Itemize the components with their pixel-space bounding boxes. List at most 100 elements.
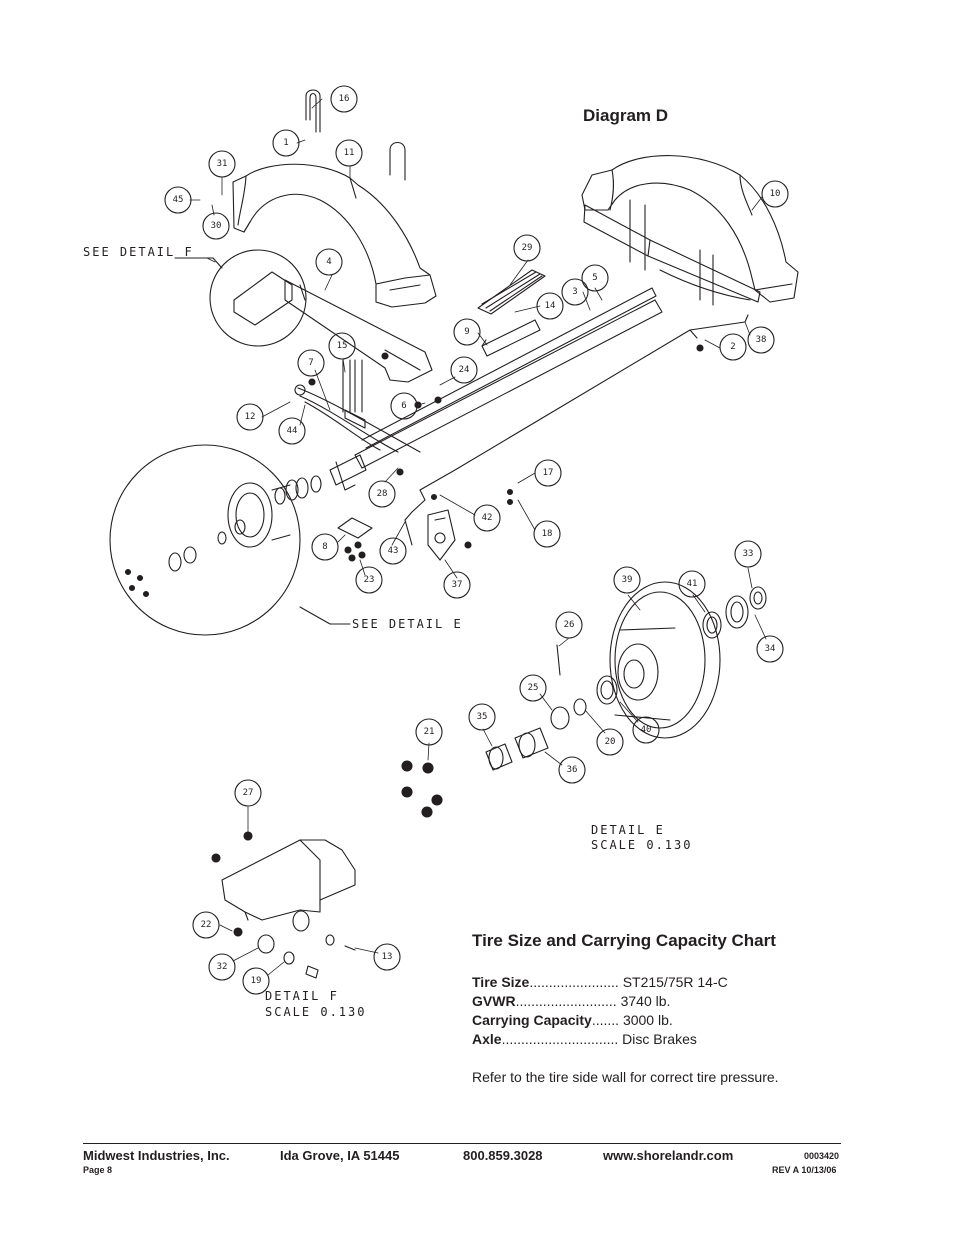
part-callout-16: 16	[339, 94, 350, 104]
hardware-dots	[124, 344, 704, 937]
part-callout-40: 40	[641, 725, 652, 735]
part-callout-37: 37	[452, 580, 463, 590]
part-callout-25: 25	[528, 683, 539, 693]
part-callout-17: 17	[543, 468, 554, 478]
spec-row-axle: Axle.............................. Disc …	[472, 1031, 772, 1047]
footer-page-number: Page 8	[83, 1165, 113, 1175]
spec-label: GVWR	[472, 993, 516, 1009]
spec-row-carrying-capacity: Carrying Capacity....... 3000 lb.	[472, 1012, 772, 1028]
spindle-hub	[217, 475, 322, 548]
brake-line	[404, 314, 749, 546]
part-callout-10: 10	[770, 189, 781, 199]
spec-leader-dots: ..........................	[515, 993, 617, 1009]
part-callout-20: 20	[605, 737, 616, 747]
part-callout-41: 41	[687, 579, 698, 589]
tire-pressure-note: Refer to the tire side wall for correct …	[472, 1069, 779, 1085]
u-bolts-15	[342, 359, 366, 429]
detail-f-title: DETAIL F	[265, 989, 339, 1003]
axle-tube	[329, 287, 663, 491]
spec-value: 3000 lb.	[622, 1012, 673, 1028]
part-callout-33: 33	[743, 549, 754, 559]
part-callout-3: 3	[572, 287, 577, 297]
spec-row-gvwr: GVWR.......................... 3740 lb.	[472, 993, 772, 1009]
spec-row-tire-size: Tire Size....................... ST215/7…	[472, 974, 772, 990]
step-bracket	[481, 319, 541, 357]
part-callout-6: 6	[401, 401, 406, 411]
part-callout-34: 34	[765, 644, 776, 654]
bearing-seal-set	[573, 586, 767, 716]
diagram-title: Diagram D	[583, 106, 669, 125]
castle-nut-and-caps	[485, 644, 570, 771]
leaf-spring	[294, 384, 421, 453]
detail-f-scale: SCALE 0.130	[265, 1005, 366, 1019]
footer-city: Ida Grove, IA 51445	[280, 1148, 400, 1163]
detail-f-bracket	[221, 839, 356, 979]
part-callout-5: 5	[592, 273, 597, 283]
part-callout-23: 23	[364, 575, 375, 585]
see-detail-e-label: SEE DETAIL E	[352, 617, 463, 631]
mount-plate	[337, 517, 373, 539]
callout-circles	[164, 85, 789, 995]
part-callout-45: 45	[173, 195, 184, 205]
right-frame-bracket	[583, 199, 761, 306]
footer-company: Midwest Industries, Inc.	[83, 1148, 230, 1163]
part-callout-9: 9	[464, 327, 469, 337]
spec-label: Axle	[472, 1031, 502, 1047]
see-detail-f-label: SEE DETAIL F	[83, 245, 194, 259]
brake-rotor	[609, 581, 721, 739]
part-callout-7: 7	[308, 358, 313, 368]
footer-phone: 800.859.3028	[463, 1148, 543, 1163]
right-fender	[581, 155, 799, 303]
detail-e-scale: SCALE 0.130	[591, 838, 692, 852]
part-callout-38: 38	[756, 335, 767, 345]
part-callout-42: 42	[482, 513, 493, 523]
spec-leader-dots: ..............................	[501, 1031, 619, 1047]
part-callout-30: 30	[211, 221, 222, 231]
spec-value: Disc Brakes	[622, 1031, 697, 1047]
left-fender	[232, 163, 437, 308]
brake-caliper	[427, 509, 456, 561]
spec-leader-dots: .......	[591, 1012, 620, 1028]
spec-leader-dots: .......................	[529, 974, 619, 990]
part-callout-12: 12	[245, 412, 256, 422]
detail-e-title: DETAIL E	[591, 823, 665, 837]
u-bolts-16	[305, 89, 406, 181]
part-callout-24: 24	[459, 365, 470, 375]
part-callout-15: 15	[337, 341, 348, 351]
part-callout-21: 21	[424, 727, 435, 737]
part-callout-29: 29	[522, 243, 533, 253]
part-callout-19: 19	[251, 976, 262, 986]
part-callout-18: 18	[542, 529, 553, 539]
part-callout-31: 31	[217, 159, 228, 169]
detail-f-circle	[174, 249, 307, 347]
part-callout-26: 26	[564, 620, 575, 630]
part-callout-39: 39	[622, 575, 633, 585]
part-callout-2: 2	[730, 342, 735, 352]
spec-value: ST215/75R 14-C	[622, 974, 728, 990]
part-callout-22: 22	[201, 920, 212, 930]
capacity-chart-title: Tire Size and Carrying Capacity Chart	[472, 931, 776, 950]
detail-e-circle	[109, 444, 351, 636]
part-callout-11: 11	[344, 148, 355, 158]
part-callout-28: 28	[377, 489, 388, 499]
spec-label: Carrying Capacity	[472, 1012, 592, 1028]
step-plate	[477, 269, 546, 315]
part-callout-14: 14	[545, 301, 556, 311]
footer-doc-number: 0003420	[804, 1151, 840, 1161]
part-callout-44: 44	[287, 426, 298, 436]
footer-rule	[83, 1143, 841, 1144]
part-callout-13: 13	[382, 952, 393, 962]
part-callout-36: 36	[567, 765, 578, 775]
part-callout-4: 4	[326, 257, 331, 267]
left-frame-bracket	[284, 279, 433, 383]
part-callout-43: 43	[388, 546, 399, 556]
spec-value: 3740 lb.	[620, 993, 671, 1009]
part-callout-27: 27	[243, 788, 254, 798]
part-callout-1: 1	[283, 138, 288, 148]
part-callout-32: 32	[217, 962, 228, 972]
part-callout-8: 8	[322, 542, 327, 552]
footer-revision: REV A 10/13/06	[772, 1165, 837, 1175]
footer-website-link[interactable]: www.shorelandr.com	[603, 1148, 734, 1163]
spec-label: Tire Size	[472, 974, 530, 990]
